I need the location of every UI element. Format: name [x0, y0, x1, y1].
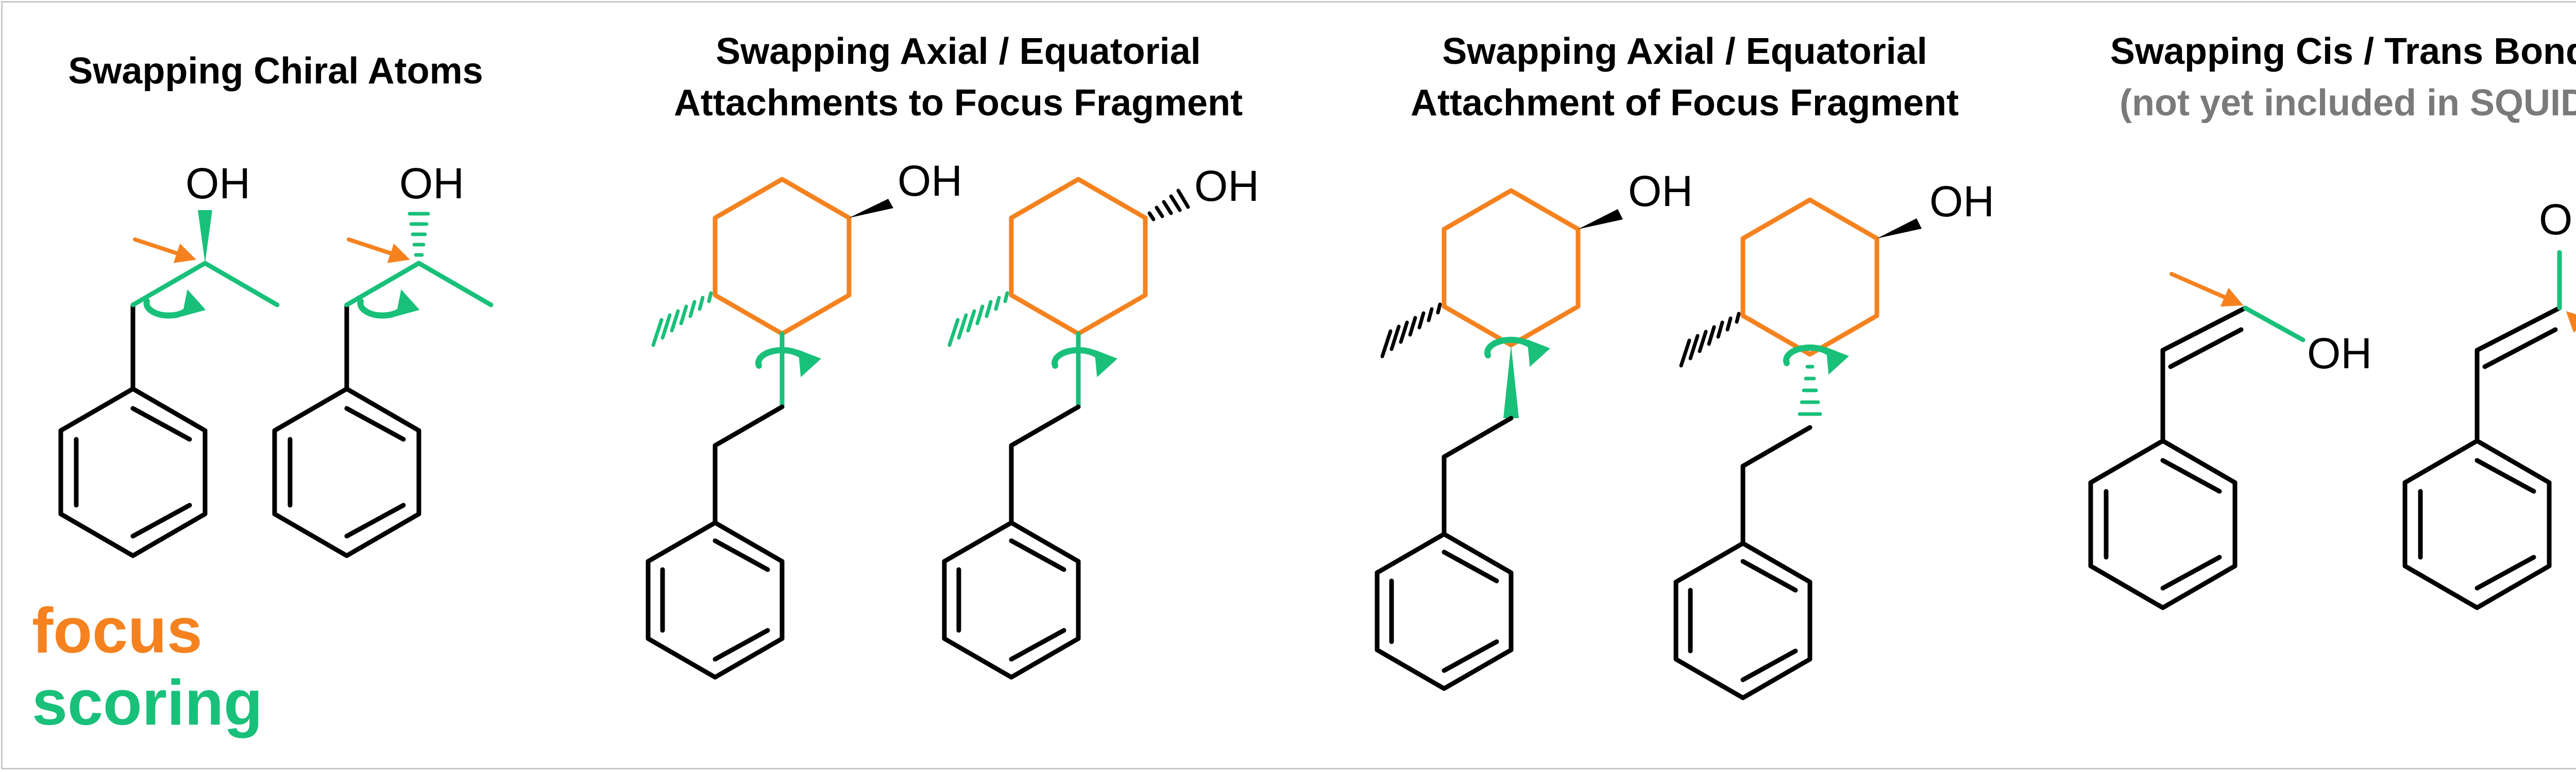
atom-label-oh: OH: [2307, 329, 2372, 378]
focus-pointer-arrow-icon: [133, 237, 196, 263]
panel-2-title-line-1: Swapping Axial / Equatorial: [716, 31, 1201, 72]
rotation-arrow-icon: [357, 289, 420, 319]
focus-cyclohexane-ring: [713, 177, 852, 336]
wedge-bond: [1503, 345, 1519, 418]
panel-4-title-line-1: Swapping Cis / Trans Bonds: [2110, 31, 2576, 72]
atom-label-oh: OH: [399, 159, 464, 208]
wedge-bond: [849, 199, 893, 218]
legend-focus: focus: [32, 595, 202, 666]
rotation-arrow-icon: [1052, 347, 1118, 378]
rotation-arrow-icon: [1783, 344, 1850, 375]
hashed-bond: [1147, 188, 1190, 221]
panel-1-title: Swapping Chiral Atoms: [31, 45, 520, 97]
panel-4-title: Swapping Cis / Trans Bonds (not yet incl…: [2040, 26, 2576, 129]
atom-label-oh: OH: [897, 157, 962, 205]
scoring-bond: [416, 261, 494, 307]
scoring-bond: [2243, 305, 2306, 342]
molecule-axial-equatorial-1: [646, 177, 893, 680]
phenyl-ring: [646, 520, 785, 680]
hashed-bond: [651, 291, 713, 347]
scoring-bond: [344, 261, 421, 307]
rotation-arrow-icon: [1484, 336, 1551, 367]
molecule-axial-equatorial-4: [1673, 197, 1922, 700]
molecule-axial-equatorial-2: [942, 177, 1190, 680]
focus-pointer-arrow-icon: [347, 237, 410, 263]
panel-3-title: Swapping Axial / Equatorial Attachment o…: [1329, 26, 2040, 129]
atom-label-oh: OH: [2539, 195, 2576, 244]
scoring-bond: [202, 261, 280, 307]
hashed-bond: [408, 212, 430, 257]
phenyl-ring: [1673, 541, 1812, 700]
atom-label-oh: OH: [1929, 177, 1994, 226]
molecule-axial-equatorial-3: [1375, 188, 1623, 691]
panel-4-subtitle: (not yet included in SQUID): [2120, 82, 2576, 124]
hashed-bond: [947, 291, 1009, 347]
phenyl-ring: [58, 386, 208, 558]
legend-scoring: scoring: [32, 667, 263, 739]
phenyl-ring: [942, 520, 1081, 680]
atom-label-oh: OH: [1194, 162, 1259, 210]
focus-pointer-arrow-icon: [2566, 311, 2576, 333]
molecule-chiral-1: [58, 210, 280, 558]
hashed-bond: [1380, 302, 1442, 358]
wedge-bond: [198, 210, 212, 263]
panel-2-title: Swapping Axial / Equatorial Attachments …: [598, 26, 1319, 129]
rotation-arrow-icon: [755, 347, 822, 378]
phenyl-ring: [1375, 531, 1514, 691]
panel-3-title-line-2: Attachment of Focus Fragment: [1410, 82, 1959, 124]
rotation-arrow-icon: [143, 289, 206, 319]
phenyl-ring: [272, 386, 421, 558]
panel-3-title-line-1: Swapping Axial / Equatorial: [1442, 31, 1927, 72]
phenyl-ring: [2088, 438, 2238, 610]
wedge-bond: [1578, 209, 1623, 229]
wedge-bond: [1877, 218, 1922, 238]
scoring-bond: [130, 261, 208, 307]
focus-cyclohexane-ring: [1740, 197, 1879, 357]
atom-label-oh: OH: [1628, 167, 1693, 215]
molecule-cis-trans-2: [2402, 250, 2576, 610]
phenyl-ring: [2402, 438, 2552, 610]
focus-cyclohexane-ring: [1009, 177, 1148, 336]
molecule-cis-trans-1: [2088, 272, 2306, 610]
molecule-chiral-2: [272, 212, 494, 558]
focus-pointer-arrow-icon: [2170, 272, 2244, 307]
hashed-bond: [1679, 312, 1741, 368]
hashed-bond: [1798, 365, 1822, 416]
panel-1-title-line-1: Swapping Chiral Atoms: [68, 50, 483, 92]
panel-2-title-line-2: Attachments to Focus Fragment: [673, 82, 1243, 124]
atom-label-oh: OH: [185, 159, 250, 208]
focus-cyclohexane-ring: [1442, 188, 1581, 348]
